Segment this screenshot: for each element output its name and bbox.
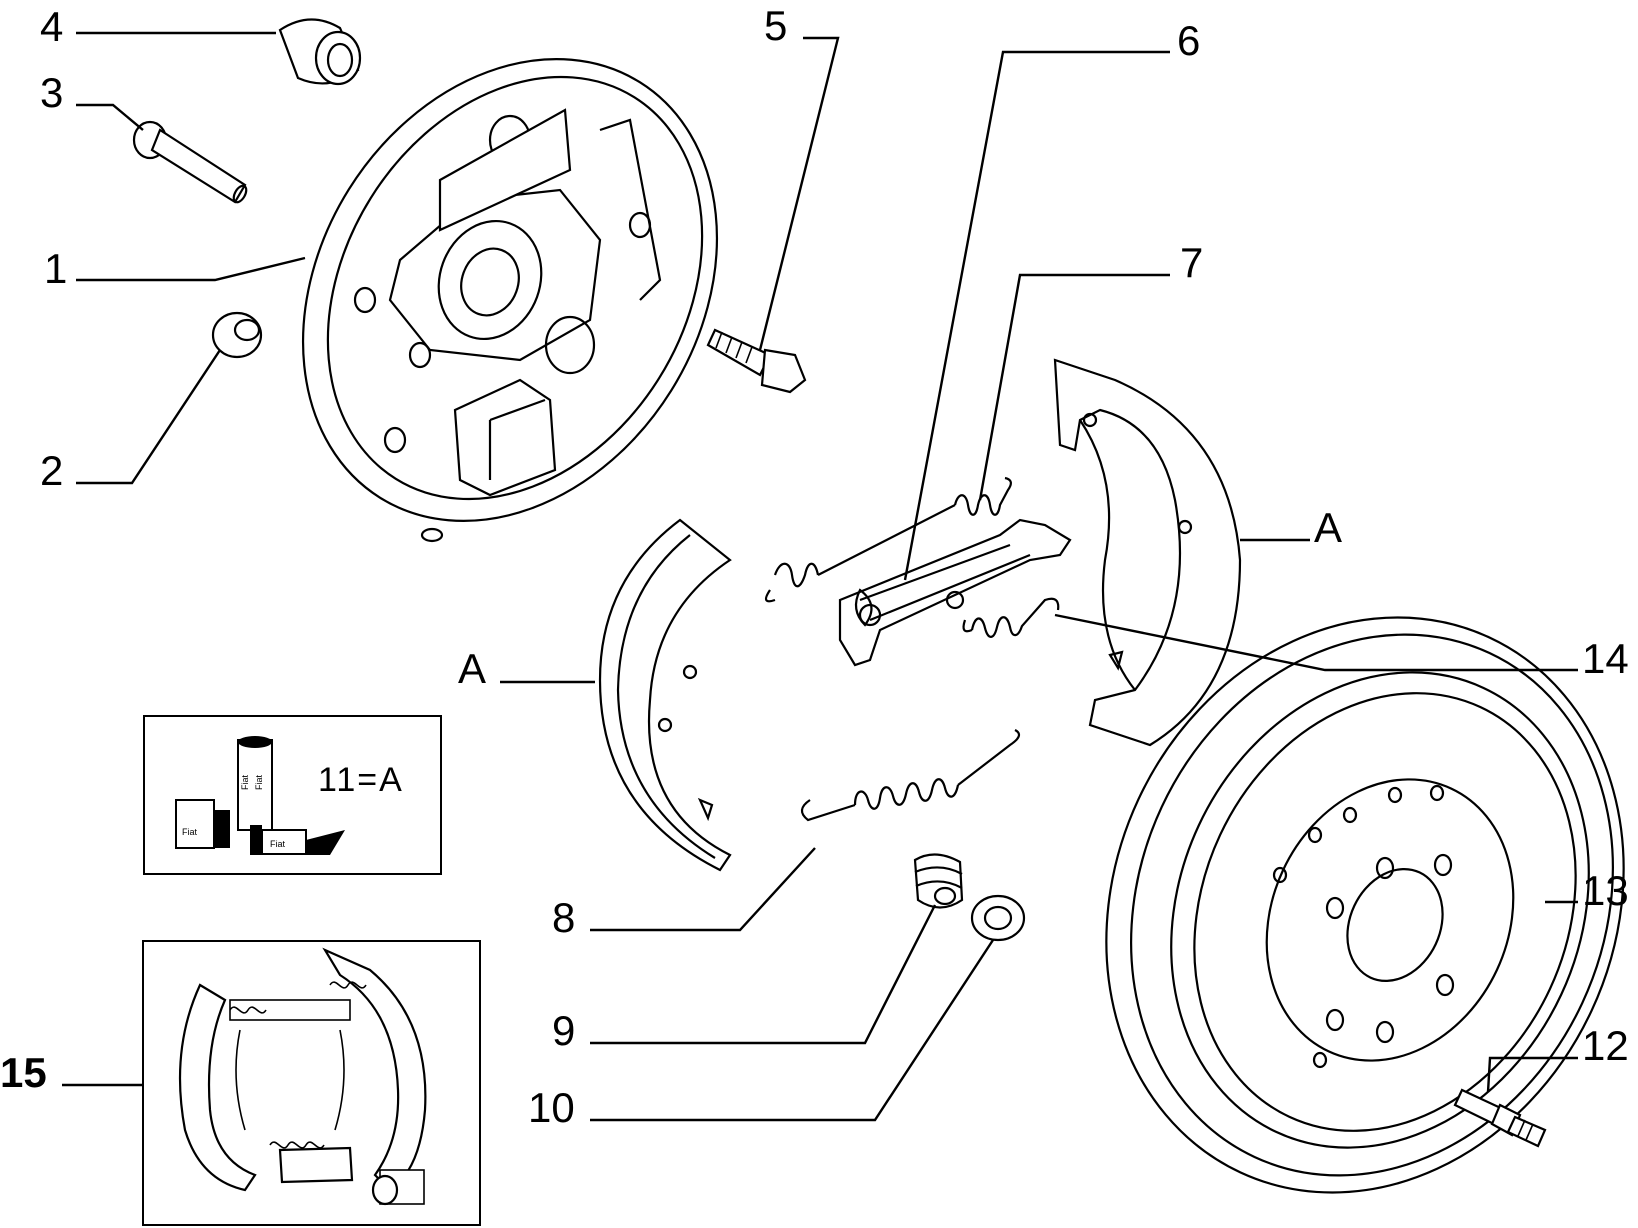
plug-part: [211, 311, 263, 359]
callout-label-4: 4: [40, 3, 64, 50]
callout-label-3: 3: [40, 69, 64, 116]
inset-brand-label: Fiat: [254, 774, 264, 790]
callout-label-9: 9: [552, 1007, 576, 1054]
lower-spring-part: [800, 729, 1021, 822]
cup-washer-part: [970, 894, 1026, 942]
inset-grease-box: Fiat Fiat Fiat Fiat: [143, 715, 442, 875]
right-brake-shoe: [1053, 358, 1242, 747]
callout-label-a-left: A: [458, 645, 487, 692]
callout-label-6: 6: [1177, 17, 1201, 64]
callout-label-2: 2: [40, 447, 64, 494]
inset-shoe-kit-box: [142, 940, 481, 1226]
bolt-part: [706, 328, 807, 394]
screw-part: [1453, 1088, 1547, 1148]
callout-label-12: 12: [1582, 1022, 1629, 1069]
small-spring-part: [962, 597, 1060, 638]
callout-label-15: 15: [0, 1049, 47, 1096]
inset-brand-label: Fiat: [240, 774, 250, 790]
inset-brand-label: Fiat: [270, 839, 286, 849]
callout-label-a-right: A: [1314, 504, 1343, 551]
adjuster-lever-part: [838, 518, 1072, 667]
callout-label-8: 8: [552, 894, 576, 941]
upper-spring-part: [764, 476, 1012, 603]
inset-brand-label: Fiat: [182, 827, 198, 837]
pin-part: [132, 120, 248, 204]
inset-formula-text: 11=A: [318, 761, 404, 799]
bush-part: [278, 18, 362, 86]
callout-label-14: 14: [1582, 635, 1629, 682]
callout-label-1: 1: [44, 245, 68, 292]
callout-label-10: 10: [528, 1084, 575, 1131]
leader-lines: [62, 31, 1578, 1122]
hold-down-spring-part: [913, 853, 964, 909]
callout-label-7: 7: [1180, 239, 1204, 286]
callout-label-5: 5: [764, 2, 788, 49]
brake-drum: [1105, 616, 1625, 1194]
callout-label-13: 13: [1582, 867, 1629, 914]
left-brake-shoe: [598, 518, 732, 872]
backing-plate: [301, 58, 719, 543]
